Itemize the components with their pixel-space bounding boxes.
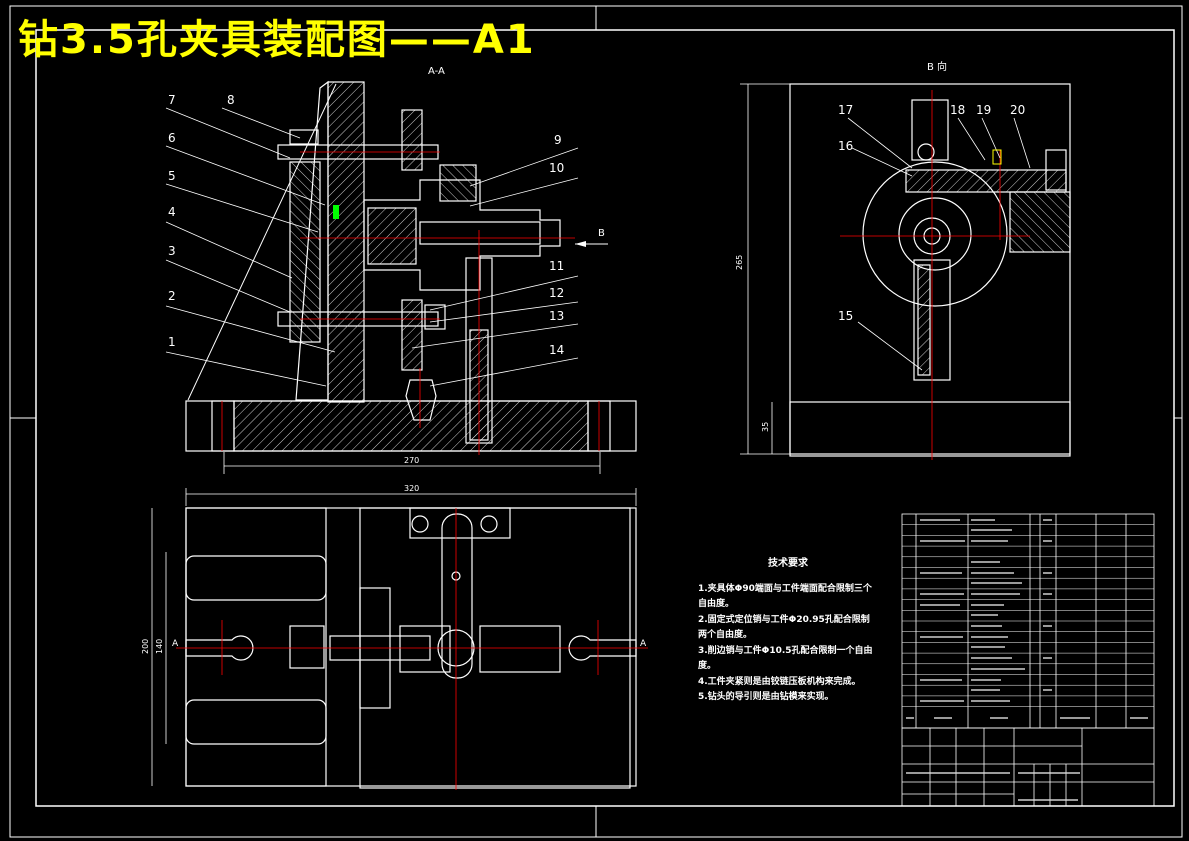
- balloon-16: 16: [838, 139, 853, 153]
- dim-top-inner: 140: [155, 639, 164, 654]
- tech-req-item-2: 2.固定式定位销与工件Φ20.95孔配合限制两个自由度。: [698, 614, 870, 641]
- balloon-13: 13: [549, 309, 564, 323]
- balloon-leaders-front: [165, 107, 579, 387]
- top-view: 320 200 140 A A: [141, 484, 648, 790]
- balloon-14: 14: [549, 343, 564, 357]
- dim-front-width: 270: [404, 456, 419, 465]
- section-label: A-A: [428, 66, 445, 77]
- balloon-18: 18: [950, 103, 965, 117]
- balloon-6: 6: [168, 131, 176, 145]
- sheet-frame: [9, 5, 1183, 838]
- technical-requirements: 技术要求 1.夹具体Φ90端面与工件端面配合限制三个自由度。 2.固定式定位销与…: [698, 556, 878, 706]
- balloon-20: 20: [1010, 103, 1025, 117]
- balloon-11: 11: [549, 259, 564, 273]
- balloon-numbers-front: 1 2 3 4 5 6 7 8 9 10 11 12 13 14: [168, 93, 564, 357]
- tech-req-item-5: 5.钻头的导引则是由钻模来实现。: [698, 692, 834, 702]
- section-view-a-a: A-A: [185, 66, 637, 474]
- balloon-10: 10: [549, 161, 564, 175]
- dim-top-width: 320: [404, 484, 419, 493]
- dim-side-base: 35: [761, 422, 770, 432]
- balloon-17: 17: [838, 103, 853, 117]
- balloon-4: 4: [168, 205, 176, 219]
- balloon-7: 7: [168, 93, 176, 107]
- b-view: B 向 265 35: [735, 60, 1071, 460]
- balloon-15: 15: [838, 309, 853, 323]
- balloon-8: 8: [227, 93, 235, 107]
- balloon-1: 1: [168, 335, 176, 349]
- balloon-5: 5: [168, 169, 176, 183]
- balloon-12: 12: [549, 286, 564, 300]
- tech-req-item-3: 3.削边销与工件Φ10.5孔配合限制一个自由度。: [698, 645, 873, 672]
- parts-list-table: [901, 513, 1155, 807]
- a-section-left: A: [172, 639, 179, 649]
- balloon-19: 19: [976, 103, 991, 117]
- dim-top-height: 200: [141, 639, 150, 654]
- tech-req-heading: 技术要求: [768, 558, 808, 569]
- parts-list-marks: [906, 519, 1148, 801]
- balloon-9: 9: [554, 133, 562, 147]
- balloon-2: 2: [168, 289, 176, 303]
- drawing-title: 钻3.5孔夹具装配图——A1: [18, 17, 536, 63]
- tech-req-item-1: 1.夹具体Φ90端面与工件端面配合限制三个自由度。: [698, 583, 872, 610]
- b-view-label: B 向: [927, 60, 947, 73]
- b-view-arrow-label: B: [598, 228, 605, 239]
- a-section-right: A: [640, 639, 647, 649]
- balloon-numbers-b-view: 15 16 17 18 19 20: [838, 103, 1025, 323]
- dim-side-height: 265: [735, 255, 744, 270]
- balloon-3: 3: [168, 244, 176, 258]
- tech-req-item-4: 4.工件夹紧则是由铰链压板机构来完成。: [698, 676, 861, 687]
